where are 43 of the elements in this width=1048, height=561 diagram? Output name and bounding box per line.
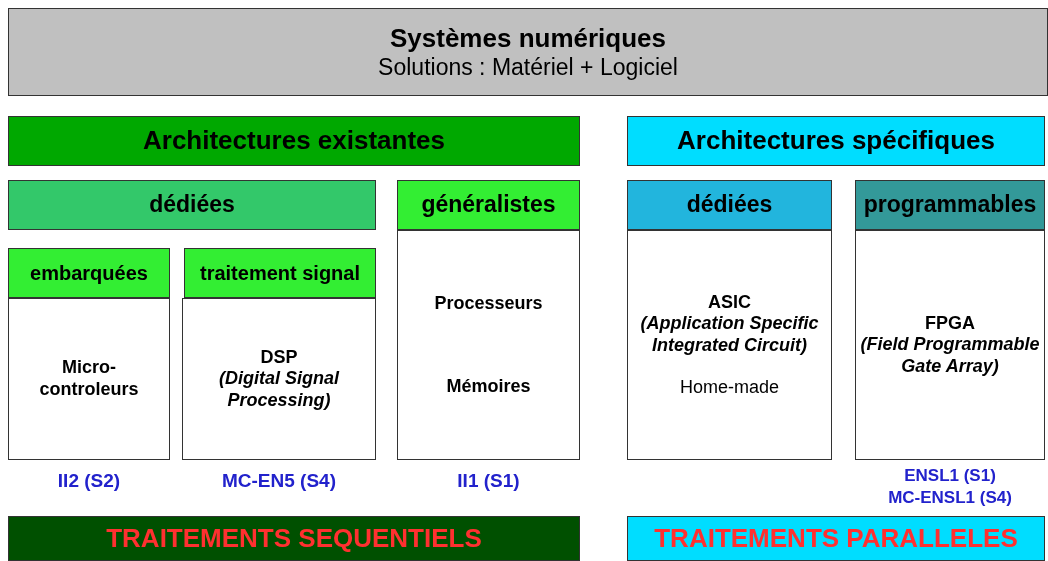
category-header bbox=[627, 180, 832, 230]
content-box bbox=[627, 230, 832, 460]
node-text: ASIC bbox=[708, 291, 751, 314]
category-header bbox=[855, 180, 1045, 230]
content-box bbox=[8, 298, 170, 460]
course-code: II2 (S2) bbox=[56, 470, 122, 492]
course-code: MC-ENSL1 (S4) bbox=[887, 488, 1013, 508]
node-text: dédiées bbox=[149, 191, 235, 219]
processing-band bbox=[627, 516, 1045, 561]
content-box bbox=[397, 230, 580, 460]
category-band bbox=[8, 116, 580, 166]
category-header bbox=[397, 180, 580, 230]
node-text: Systèmes numériques bbox=[390, 22, 666, 54]
node-text: Micro- controleurs bbox=[38, 357, 140, 401]
node-text: généralistes bbox=[421, 191, 556, 219]
processing-band bbox=[8, 516, 580, 561]
category-band bbox=[627, 116, 1045, 166]
node-text: Home-made bbox=[679, 376, 779, 399]
category-header bbox=[8, 180, 376, 230]
subcategory-header bbox=[8, 248, 170, 298]
node-text: (Field Programmable Gate Array) bbox=[859, 334, 1041, 378]
node-text: Architectures existantes bbox=[143, 125, 445, 157]
node-text: Processeurs bbox=[434, 292, 543, 315]
course-code: MC-EN5 (S4) bbox=[221, 470, 337, 492]
course-code: II1 (S1) bbox=[456, 470, 521, 492]
node-text: (Application Specific Integrated Circuit) bbox=[639, 313, 820, 357]
node-text: Mémoires bbox=[446, 375, 531, 398]
node-text: dédiées bbox=[686, 191, 773, 219]
node-text: Solutions : Matériel + Logiciel bbox=[378, 53, 678, 82]
node-text: traitement signal bbox=[199, 261, 360, 285]
node-text: DSP bbox=[260, 346, 298, 369]
node-text: TRAITEMENTS PARALLELES bbox=[654, 522, 1018, 555]
node-text: TRAITEMENTS SEQUENTIELS bbox=[106, 522, 482, 555]
course-code: ENSL1 (S1) bbox=[903, 466, 997, 486]
node-text: Architectures spécifiques bbox=[677, 125, 995, 157]
subcategory-header bbox=[184, 248, 376, 298]
content-box bbox=[182, 298, 376, 460]
node-text: FPGA bbox=[925, 312, 975, 335]
node-text: (Digital Signal Processing) bbox=[218, 368, 341, 412]
content-box bbox=[855, 230, 1045, 460]
node-text: embarquées bbox=[30, 261, 148, 285]
node-text: programmables bbox=[863, 191, 1037, 219]
title-banner bbox=[8, 8, 1048, 96]
